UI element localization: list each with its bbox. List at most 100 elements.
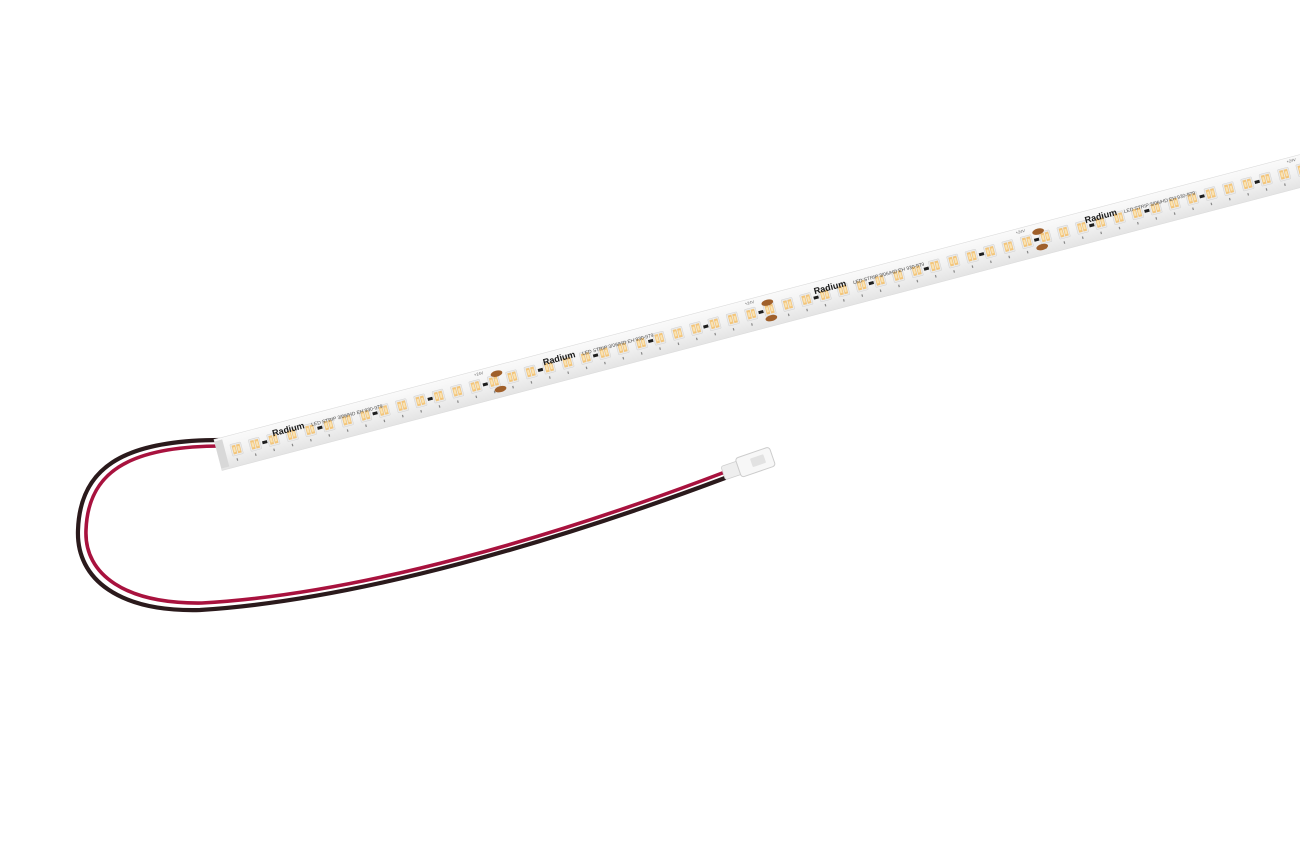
led-core	[715, 320, 719, 326]
led-core	[582, 355, 586, 361]
led-core	[1004, 244, 1008, 250]
led-core	[949, 258, 953, 265]
led-core	[843, 286, 847, 293]
led-core	[876, 278, 880, 284]
led-core	[673, 331, 678, 337]
led-core	[549, 363, 553, 370]
led-core	[292, 431, 296, 437]
resistor	[978, 252, 985, 257]
led-core	[747, 311, 751, 318]
led-core	[251, 442, 255, 448]
led-core	[435, 393, 439, 400]
print-mark	[493, 390, 496, 394]
led-core	[1137, 209, 1141, 215]
print-mark	[548, 376, 551, 379]
led-core	[273, 436, 278, 442]
print-mark	[1081, 236, 1084, 240]
led-core	[1211, 190, 1215, 196]
led-core	[825, 291, 829, 297]
led-core	[1009, 243, 1013, 249]
led-core	[788, 301, 792, 307]
solder-pad	[761, 299, 774, 306]
led-core	[1225, 186, 1229, 192]
print-mark	[1228, 197, 1231, 201]
led-core	[710, 321, 714, 327]
led-core	[1156, 204, 1160, 211]
print-mark	[1173, 212, 1176, 215]
led-core	[600, 350, 604, 356]
resistor	[1033, 237, 1040, 242]
led-core	[641, 339, 645, 346]
print-mark	[457, 400, 459, 403]
led-core	[545, 365, 549, 371]
led-core	[678, 330, 682, 336]
led-core	[806, 296, 811, 302]
print-mark	[585, 366, 588, 370]
led-core	[751, 310, 756, 317]
resistor	[703, 324, 709, 329]
wire-black	[75, 437, 728, 613]
print-mark	[861, 294, 864, 297]
led-core	[986, 249, 990, 255]
print-mark	[1118, 226, 1121, 230]
led-chip	[1297, 165, 1300, 175]
resistor	[868, 281, 875, 286]
print-mark	[787, 313, 790, 317]
resistor	[537, 367, 544, 372]
led-core	[1064, 228, 1068, 235]
led-core	[416, 398, 420, 405]
led-core	[931, 263, 935, 270]
solder-pad	[494, 385, 507, 393]
led-core	[269, 437, 273, 443]
led-core	[1248, 180, 1252, 186]
wire-red	[84, 444, 727, 605]
print-mark	[328, 434, 331, 437]
print-mark	[1265, 188, 1268, 191]
led-core	[490, 379, 494, 385]
led-core	[1243, 181, 1247, 188]
led-core	[324, 422, 328, 429]
led-core	[563, 360, 567, 366]
print-mark	[732, 327, 735, 331]
print-mark	[401, 414, 404, 418]
led-core	[898, 272, 903, 278]
resistor	[261, 440, 268, 445]
led-core	[1082, 224, 1086, 230]
print-mark	[604, 361, 606, 365]
led-core	[255, 441, 259, 447]
led-core	[439, 392, 443, 399]
led-core	[990, 248, 994, 254]
print-mark	[1008, 255, 1011, 259]
led-core	[471, 384, 475, 390]
voltage-mark: +24V	[1015, 228, 1026, 235]
led-core	[972, 252, 976, 259]
led-core	[857, 283, 861, 289]
print-mark	[879, 289, 882, 293]
led-core	[1101, 219, 1105, 225]
print-mark	[309, 438, 312, 442]
solder-pad	[1032, 228, 1045, 235]
print-mark	[1155, 217, 1158, 220]
led-core	[568, 359, 572, 365]
resistor	[647, 338, 654, 344]
led-core	[398, 403, 402, 409]
print-mark	[273, 448, 276, 452]
print-mark	[291, 443, 294, 447]
resistor	[1254, 179, 1261, 184]
led-core	[1262, 176, 1266, 183]
led-core	[1188, 196, 1192, 202]
led-core	[1041, 234, 1045, 241]
voltage-mark: +24V	[744, 299, 755, 306]
led-core	[733, 315, 737, 321]
print-mark	[1284, 183, 1286, 187]
print-mark	[420, 409, 423, 413]
led-core	[310, 426, 314, 432]
led-core	[1115, 215, 1119, 221]
led-core	[1266, 175, 1270, 182]
print-mark	[677, 342, 680, 346]
led-core	[655, 336, 659, 342]
led-core	[402, 402, 406, 408]
led-core	[232, 446, 237, 453]
print-mark	[346, 429, 349, 432]
